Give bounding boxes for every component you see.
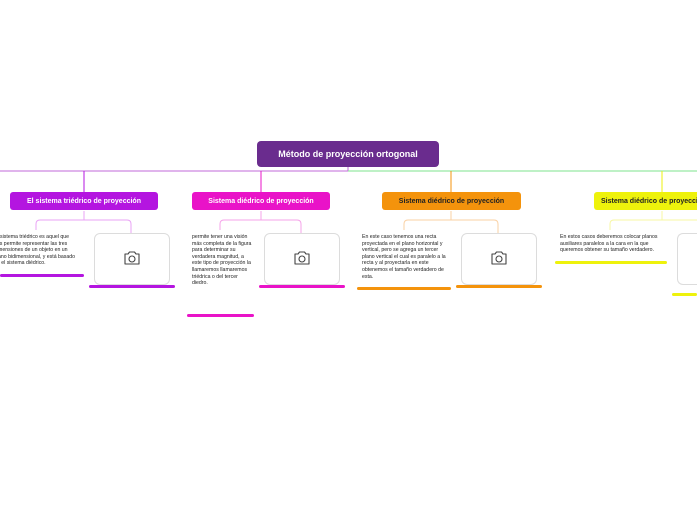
image-placeholder-2[interactable] xyxy=(264,233,340,285)
camera-icon xyxy=(124,251,140,265)
branch-note-1-underline xyxy=(0,274,84,277)
branch-topic-2[interactable]: Sistema diédrico de proyección xyxy=(192,192,330,210)
branch-note-3: En este caso tenemos una recta proyectad… xyxy=(362,234,446,280)
branch-note-2-underline xyxy=(187,314,254,317)
root-topic[interactable]: Método de proyección ortogonal xyxy=(257,141,439,167)
branch-topic-3[interactable]: Sistema diédrico de proyección xyxy=(382,192,521,210)
image-placeholder-4[interactable] xyxy=(677,233,697,285)
branch-topic-1[interactable]: El sistema triédrico de proyección xyxy=(10,192,158,210)
image-3-underline xyxy=(456,285,542,288)
branch-note-4: En estos casos deberemos colocar planos … xyxy=(560,234,658,254)
image-placeholder-1[interactable] xyxy=(94,233,170,285)
branch-note-4-underline xyxy=(555,261,667,264)
branch-note-3-underline xyxy=(357,287,451,290)
branch-note-2: permite tener una visión más completa de… xyxy=(192,234,252,287)
camera-icon xyxy=(294,251,310,265)
branch-note-1: El sistema triédrico es aquel que nos pe… xyxy=(0,234,76,267)
image-1-underline xyxy=(89,285,175,288)
branch-topic-4[interactable]: Sistema diédrico de proyección xyxy=(594,192,697,210)
image-placeholder-3[interactable] xyxy=(461,233,537,285)
image-2-underline xyxy=(259,285,345,288)
image-4-underline xyxy=(672,293,697,296)
camera-icon xyxy=(491,251,507,265)
